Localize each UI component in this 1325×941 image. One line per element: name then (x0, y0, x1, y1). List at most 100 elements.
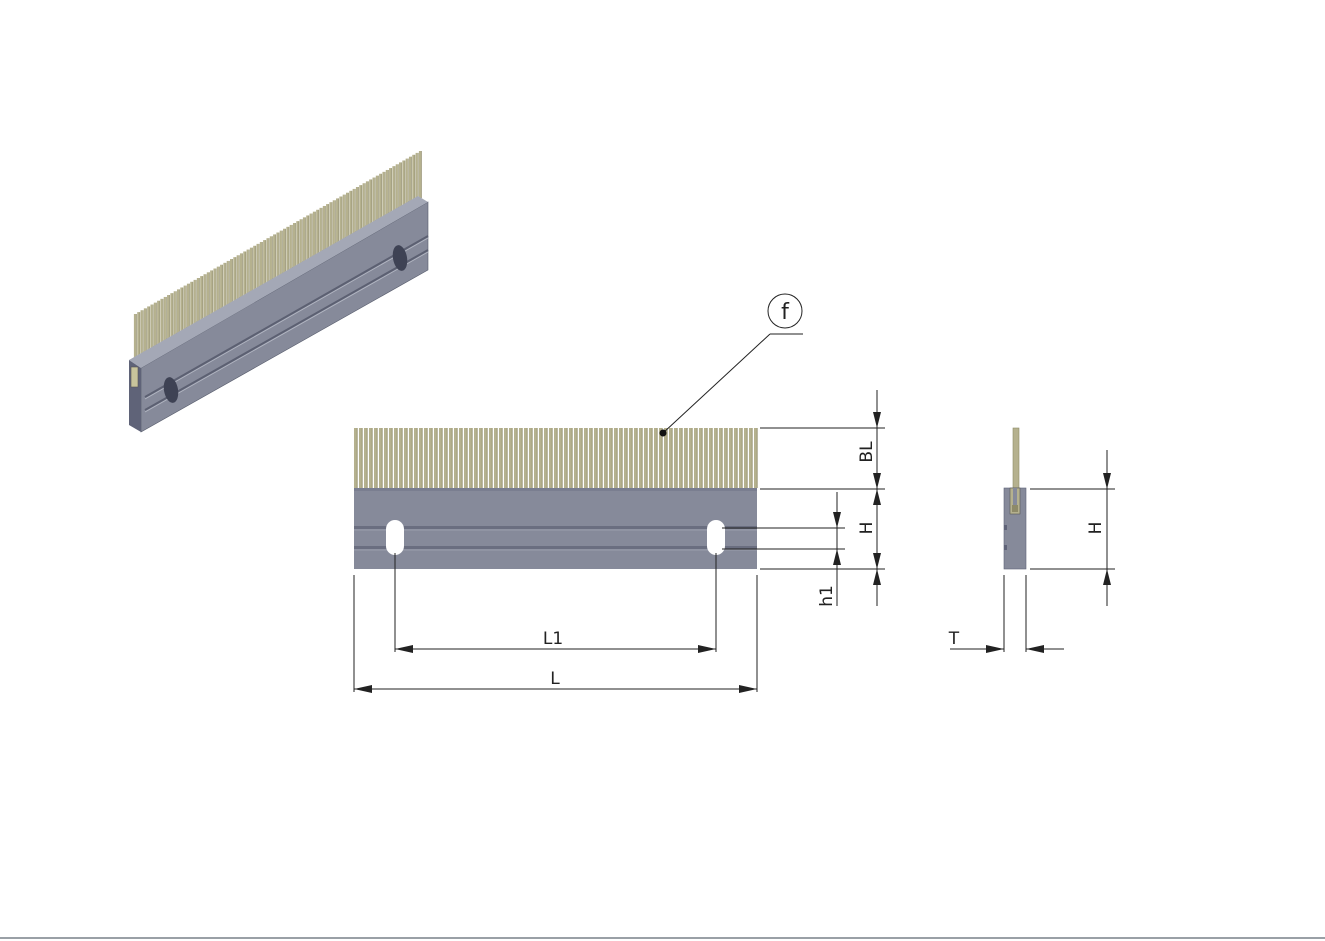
iso-groove-lower (144, 249, 429, 411)
front-bristle (719, 428, 723, 488)
front-bristle (574, 428, 578, 488)
front-bristle (584, 428, 588, 488)
front-bristle (409, 428, 413, 488)
front-bristle (624, 428, 628, 488)
front-bristle (524, 428, 528, 488)
page-bottom-rule (0, 937, 1325, 939)
front-bristle (729, 428, 733, 488)
dim-length: L (550, 669, 560, 689)
front-bristle (384, 428, 388, 488)
iso-slot-right (392, 245, 408, 271)
front-bristle (594, 428, 598, 488)
front-view: f BL H h1 L1 (353, 293, 885, 693)
leader-dot-icon (659, 429, 667, 437)
dim-bristle-length: BL (857, 441, 877, 463)
front-bristle (544, 428, 548, 488)
front-bristle (694, 428, 698, 488)
front-bristle (499, 428, 503, 488)
front-bristle (434, 428, 438, 488)
front-bristle (689, 428, 693, 488)
front-bristle (509, 428, 513, 488)
iso-slot-left (163, 377, 179, 403)
front-bristle (549, 428, 553, 488)
front-bristle (589, 428, 593, 488)
front-bristle (664, 428, 668, 488)
iso-groove-upper (144, 235, 429, 398)
front-bristle (474, 428, 478, 488)
front-bristle (359, 428, 363, 488)
front-groove-upper (354, 526, 757, 529)
front-bristle (629, 428, 633, 488)
dim-slot-height: h1 (817, 585, 837, 607)
front-bristle (379, 428, 383, 488)
front-bristle (369, 428, 373, 488)
front-bristle (724, 428, 728, 488)
front-bristle (439, 428, 443, 488)
front-bristle (559, 428, 563, 488)
front-slot-left (386, 520, 404, 555)
front-bristle (519, 428, 523, 488)
iso-bristle-comb (133, 151, 422, 362)
front-bristle (494, 428, 498, 488)
front-bristle (554, 428, 558, 488)
front-bristle (484, 428, 488, 488)
front-bristle (639, 428, 643, 488)
isometric-view (129, 151, 429, 433)
front-bristle (709, 428, 713, 488)
front-bristle (354, 428, 358, 488)
front-bristle (539, 428, 543, 488)
front-bristle (754, 428, 758, 488)
front-bristle (399, 428, 403, 488)
front-bristle (514, 428, 518, 488)
front-bristle (419, 428, 423, 488)
front-bristle (479, 428, 483, 488)
front-bristle (599, 428, 603, 488)
front-bristle (579, 428, 583, 488)
dim-height-front: H (857, 522, 877, 535)
front-bristle (734, 428, 738, 488)
dim-height-side: H (1086, 522, 1106, 535)
front-bristle (654, 428, 658, 488)
front-bristle (604, 428, 608, 488)
front-bristle (394, 428, 398, 488)
front-bristle-comb (354, 428, 758, 488)
balloon-label: f (781, 300, 790, 325)
front-bristle (714, 428, 718, 488)
front-bristle (609, 428, 613, 488)
front-bristle (374, 428, 378, 488)
front-bristle (444, 428, 448, 488)
front-bristle (454, 428, 458, 488)
front-bristle (659, 428, 663, 488)
front-bristle (389, 428, 393, 488)
front-bristle (704, 428, 708, 488)
front-bristle (569, 428, 573, 488)
front-bristle (489, 428, 493, 488)
side-view: H T (948, 427, 1115, 653)
front-bristle (744, 428, 748, 488)
balloon-circle-icon (767, 293, 803, 329)
front-bristle (749, 428, 753, 488)
front-bristle (644, 428, 648, 488)
front-bristle (404, 428, 408, 488)
front-bristle (429, 428, 433, 488)
dim-thickness: T (948, 629, 960, 649)
front-bristle (619, 428, 623, 488)
front-bristle (634, 428, 638, 488)
front-bristle (614, 428, 618, 488)
front-slot-right (707, 520, 725, 555)
front-bristle (459, 428, 463, 488)
front-bristle (739, 428, 743, 488)
front-bristle (649, 428, 653, 488)
front-bristle (684, 428, 688, 488)
front-bristle (699, 428, 703, 488)
front-bristle (534, 428, 538, 488)
front-bristle (469, 428, 473, 488)
front-bristle (424, 428, 428, 488)
front-bristle (529, 428, 533, 488)
dim-slot-spacing: L1 (543, 629, 563, 649)
front-bristle (414, 428, 418, 488)
front-bristle (364, 428, 368, 488)
front-groove-lower (354, 546, 757, 549)
front-bristle (564, 428, 568, 488)
